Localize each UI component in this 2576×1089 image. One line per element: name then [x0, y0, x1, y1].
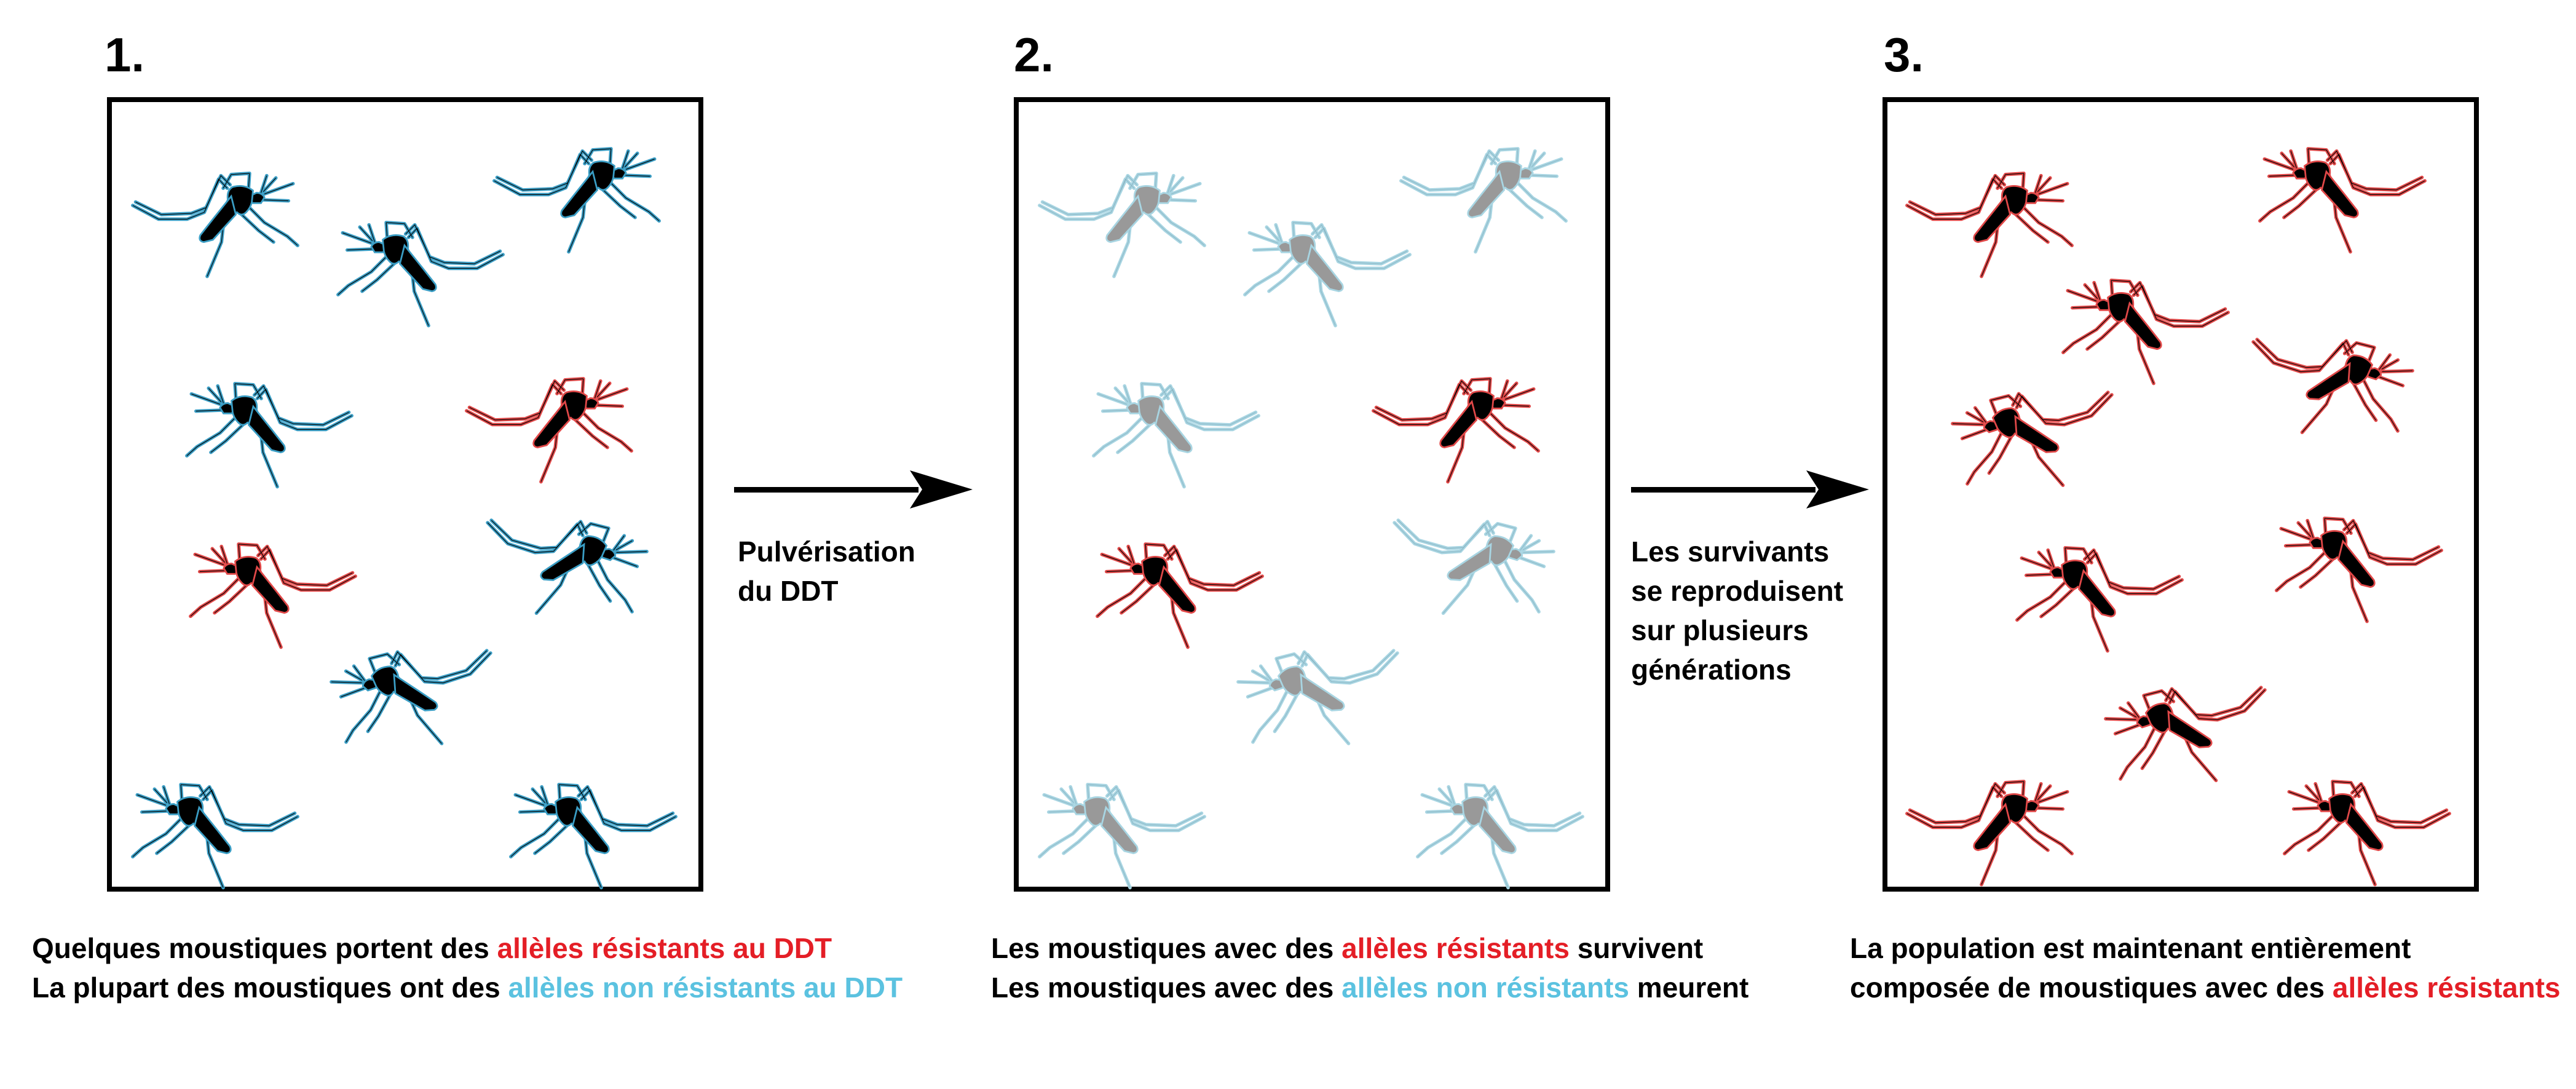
transition-2-label: Les survivants se reproduisent sur plusi… — [1631, 532, 1843, 689]
caption-line: La population est maintenant entièrement — [1850, 929, 2561, 968]
caption-text: Les moustiques avec des — [991, 972, 1342, 1004]
caption-text: survivent — [1569, 932, 1704, 964]
transition-2-line: générations — [1631, 654, 1792, 686]
caption-line: La plupart des moustiques ont des allèle… — [32, 968, 903, 1007]
step-2-number: 2. — [1014, 28, 1054, 82]
step-1-number: 1. — [105, 28, 145, 82]
transition-2-line: se reproduisent — [1631, 575, 1844, 607]
arrow-right-icon — [1631, 470, 1869, 509]
caption-text: La plupart des moustiques ont des — [32, 972, 508, 1004]
transition-1-line: du DDT — [738, 575, 839, 607]
transition-2-line: Les survivants — [1631, 536, 1830, 568]
caption-line: Quelques moustiques portent des allèles … — [32, 929, 903, 968]
panel-step-3 — [1883, 97, 2479, 892]
resistant-highlight: allèles résistants — [2332, 972, 2561, 1004]
resistant-highlight: allèles résistants au DDT — [497, 932, 832, 964]
caption-text: La population est maintenant entièrement — [1850, 932, 2411, 964]
non-resistant-highlight: allèles non résistants au DDT — [508, 972, 903, 1004]
resistant-highlight: allèles résistants — [1341, 932, 1570, 964]
panel-step-2 — [1014, 97, 1610, 892]
caption-text: composée de moustiques avec des — [1850, 972, 2333, 1004]
panel-step-1 — [107, 97, 703, 892]
step-3-number: 3. — [1884, 28, 1924, 82]
caption-line: Les moustiques avec des allèles résistan… — [991, 929, 1748, 968]
arrow-right-icon — [734, 470, 973, 509]
transition-2-line: sur plusieurs — [1631, 614, 1809, 646]
caption-text: Quelques moustiques portent des — [32, 932, 497, 964]
caption-text: meurent — [1629, 972, 1749, 1004]
transition-1-label: Pulvérisation du DDT — [738, 532, 915, 611]
step-3-caption: La population est maintenant entièrement… — [1850, 929, 2561, 1007]
non-resistant-highlight: allèles non résistants — [1341, 972, 1630, 1004]
caption-line: composée de moustiques avec des allèles … — [1850, 968, 2561, 1007]
step-2-caption: Les moustiques avec des allèles résistan… — [991, 929, 1748, 1007]
caption-text: Les moustiques avec des — [991, 932, 1342, 964]
caption-line: Les moustiques avec des allèles non rési… — [991, 968, 1748, 1007]
transition-1-line: Pulvérisation — [738, 536, 915, 568]
step-1-caption: Quelques moustiques portent des allèles … — [32, 929, 903, 1007]
